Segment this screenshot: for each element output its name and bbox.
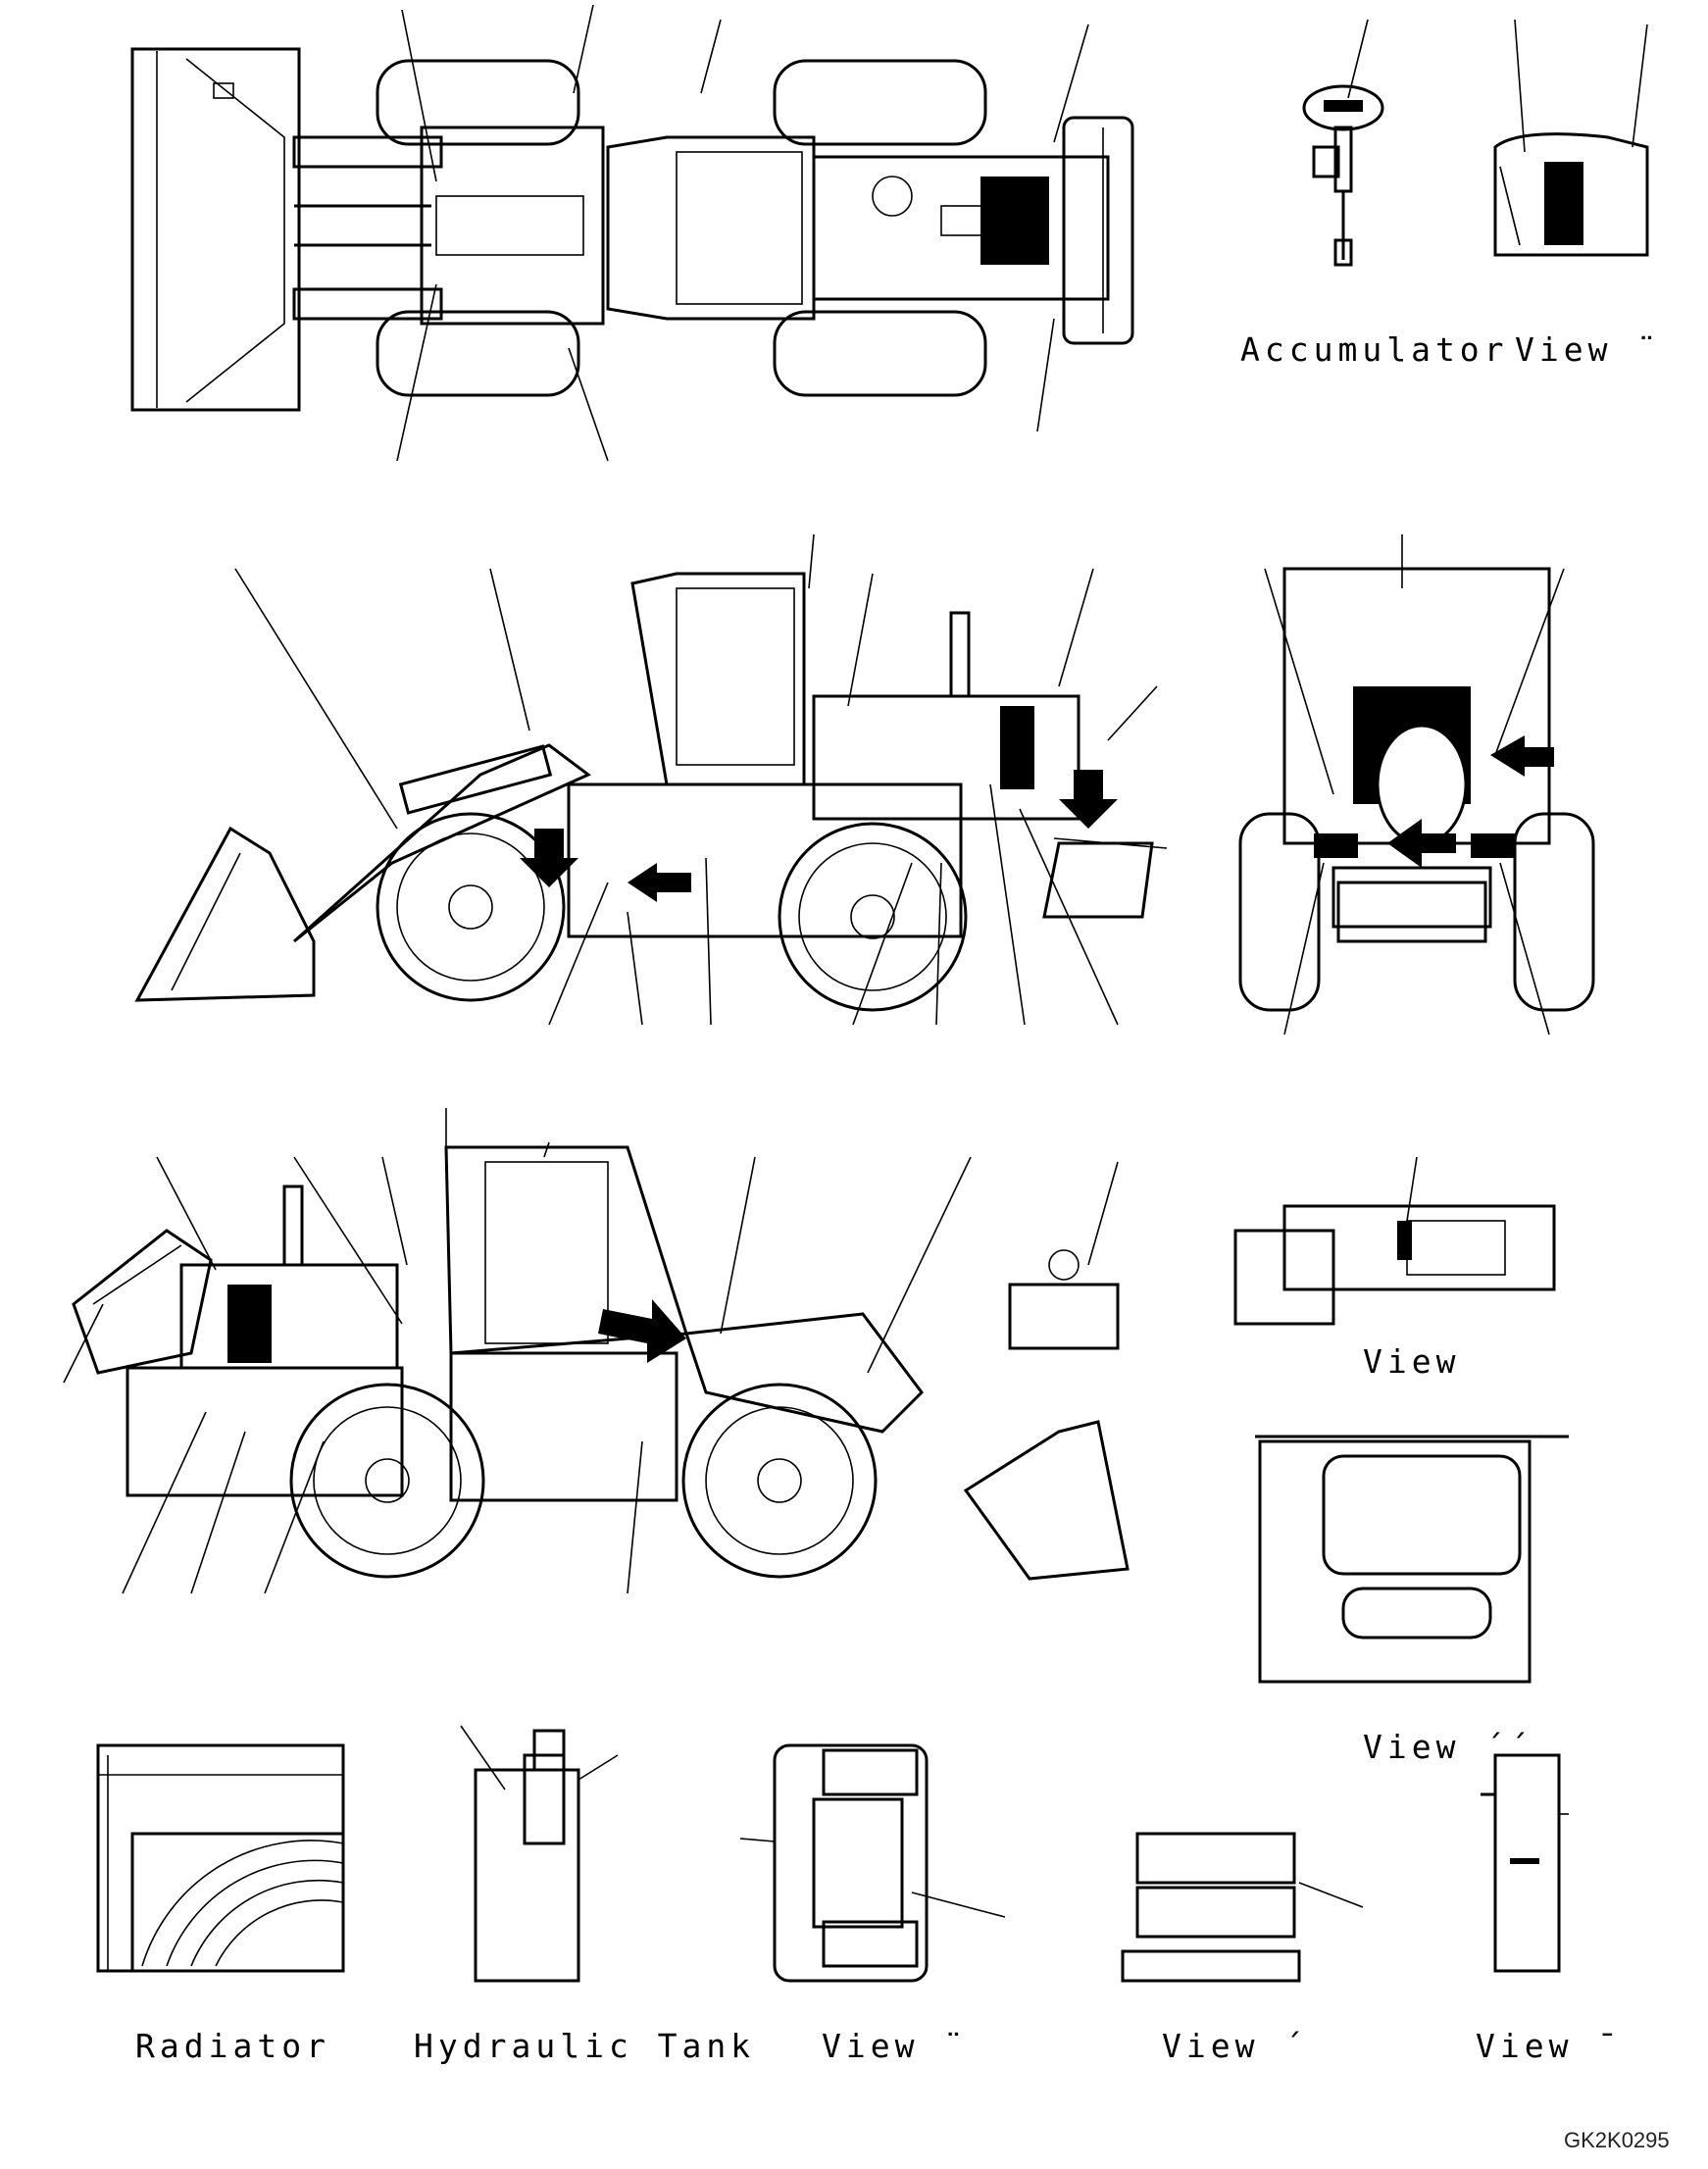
view-frame-drawing: [1255, 1435, 1569, 1684]
view-bottom-2-label: View ´: [1162, 2027, 1309, 2065]
view-side-right-label: View: [1363, 1342, 1461, 1381]
accumulator-drawing: [1302, 19, 1384, 267]
view-bottom-3-drawing: [1481, 1753, 1569, 1973]
hydraulic-tank-drawing: [460, 1725, 619, 1983]
rear-view-drawing: [1238, 534, 1595, 1035]
view-top-right-drawing: [1493, 19, 1649, 257]
top-view-drawing: [130, 4, 1134, 462]
view-top-right-label: View ¨: [1515, 330, 1662, 369]
side-view-left-drawing: [63, 1108, 1130, 1594]
view-bottom-1-label: View ¨: [822, 2027, 969, 2065]
view-bottom-1-drawing: [739, 1743, 1006, 1983]
side-view-right-drawing: [134, 533, 1168, 1026]
view-side-right-drawing: [1233, 1156, 1556, 1326]
view-bottom-2-drawing: [1121, 1832, 1364, 1983]
radiator-drawing: [96, 1743, 345, 1973]
view-frame-label: View ´´: [1363, 1728, 1534, 1766]
radiator-label: Radiator: [135, 2027, 330, 2065]
accumulator-label: Accumulator: [1240, 330, 1509, 369]
drawing-code: GK2K0295: [1564, 2128, 1670, 2152]
view-bottom-3-label: View ¯: [1476, 2027, 1623, 2065]
hydraulic-tank-label: Hydraulic Tank: [414, 2027, 756, 2065]
